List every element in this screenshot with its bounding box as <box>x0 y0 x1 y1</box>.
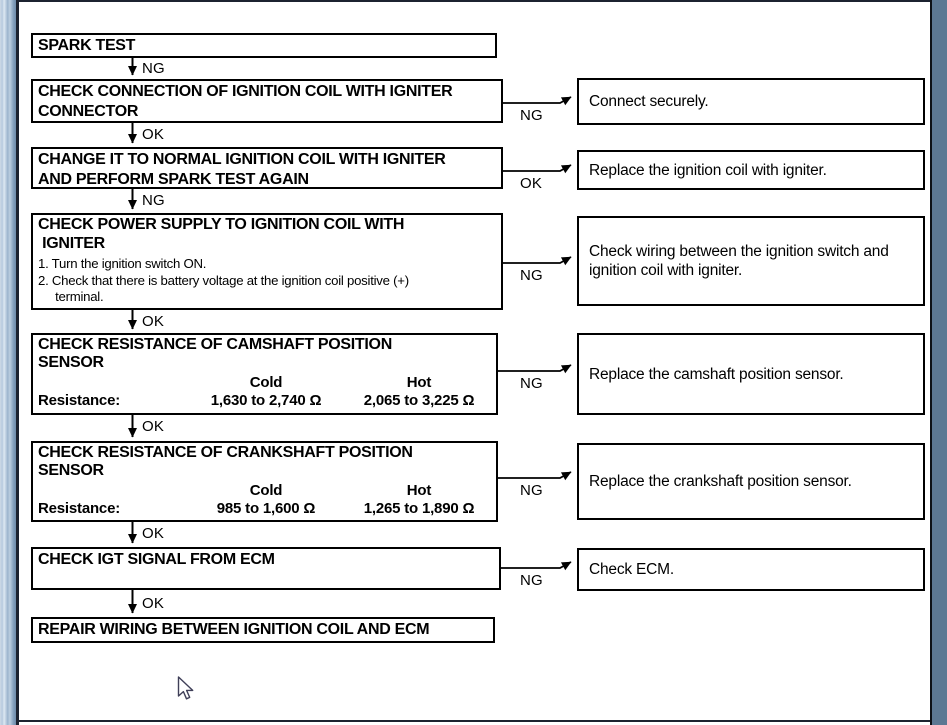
spec-row-label: Resistance: <box>38 392 121 409</box>
branch-result-label: NG <box>520 375 543 392</box>
flow-step-box-crankshaft-resistance: CHECK RESISTANCE OF CRANKSHAFT POSITION … <box>31 441 498 522</box>
resistance-spec-table: Cold Hot Resistance: 1,630 to 2,740 Ω 2,… <box>38 374 491 410</box>
entry-result-label: NG <box>142 192 165 209</box>
flow-step-title: CHECK POWER SUPPLY TO IGNITION COIL WITH… <box>38 216 405 252</box>
flow-step-box-igt-signal: CHECK IGT SIGNAL FROM ECM <box>31 547 501 590</box>
spec-hot-value: 2,065 to 3,225 Ω <box>363 392 475 409</box>
flow-step-box-camshaft-resistance: CHECK RESISTANCE OF CAMSHAFT POSITION SE… <box>31 333 498 415</box>
flow-step-box-change-coil: CHANGE IT TO NORMAL IGNITION COIL WITH I… <box>31 147 503 189</box>
spec-cold-value: 1,630 to 2,740 Ω <box>210 392 322 409</box>
flow-step-box-check-connection: CHECK CONNECTION OF IGNITION COIL WITH I… <box>31 79 503 123</box>
branch-result-label: NG <box>520 572 543 589</box>
flow-step-title: CHECK CONNECTION OF IGNITION COIL WITH I… <box>38 83 453 120</box>
spec-blank-cell <box>38 482 186 500</box>
action-box-replace-coil: Replace the ignition coil with igniter. <box>577 150 925 190</box>
spec-col-header-cold: Cold <box>249 482 283 499</box>
branch-result-label: NG <box>520 482 543 499</box>
flow-step-title: CHECK RESISTANCE OF CRANKSHAFT POSITION … <box>38 444 413 479</box>
flow-step-title: CHANGE IT TO NORMAL IGNITION COIL WITH I… <box>38 151 446 188</box>
spec-hot-value: 1,265 to 1,890 Ω <box>363 500 475 517</box>
spec-blank-cell <box>38 374 186 392</box>
entry-result-label: OK <box>142 418 165 435</box>
page-bottom-border <box>19 720 930 722</box>
flow-step-title: REPAIR WIRING BETWEEN IGNITION COIL AND … <box>38 621 430 638</box>
flow-step-box-repair-wiring: REPAIR WIRING BETWEEN IGNITION COIL AND … <box>31 617 495 643</box>
spec-col-header-cold: Cold <box>249 374 283 391</box>
action-box-check-ecm: Check ECM. <box>577 548 925 591</box>
spec-col-header-hot: Hot <box>406 482 432 499</box>
spec-cold-value: 985 to 1,600 Ω <box>216 500 316 517</box>
entry-result-label: NG <box>142 60 165 77</box>
branch-result-label: NG <box>520 107 543 124</box>
branch-result-label: NG <box>520 267 543 284</box>
entry-result-label: OK <box>142 595 165 612</box>
viewer-right-edge-bar <box>930 0 947 725</box>
action-box-replace-camshaft-sensor: Replace the camshaft position sensor. <box>577 333 925 415</box>
branch-result-label: OK <box>520 175 543 192</box>
spec-col-header-hot: Hot <box>406 374 432 391</box>
action-box-replace-crankshaft-sensor: Replace the crankshaft position sensor. <box>577 443 925 520</box>
flow-step-title: CHECK RESISTANCE OF CAMSHAFT POSITION SE… <box>38 336 392 371</box>
resistance-spec-table: Cold Hot Resistance: 985 to 1,600 Ω 1,26… <box>38 482 491 518</box>
flow-step-box-spark-test: SPARK TEST <box>31 33 497 58</box>
entry-result-label: OK <box>142 525 165 542</box>
entry-result-label: OK <box>142 313 165 330</box>
viewer-left-edge-bar <box>0 0 19 725</box>
action-box-check-wiring: Check wiring between the ignition switch… <box>577 216 925 306</box>
page-top-border <box>19 0 930 2</box>
flow-step-instructions: 1. Turn the ignition switch ON. 2. Check… <box>38 256 409 304</box>
action-box-connect-securely: Connect securely. <box>577 78 925 125</box>
flow-step-title: CHECK IGT SIGNAL FROM ECM <box>38 551 275 568</box>
flow-step-box-check-power-supply: CHECK POWER SUPPLY TO IGNITION COIL WITH… <box>31 213 503 310</box>
entry-result-label: OK <box>142 126 165 143</box>
flow-step-title: SPARK TEST <box>38 37 136 54</box>
spec-row-label: Resistance: <box>38 500 121 517</box>
cursor-arrow-icon <box>177 676 194 700</box>
